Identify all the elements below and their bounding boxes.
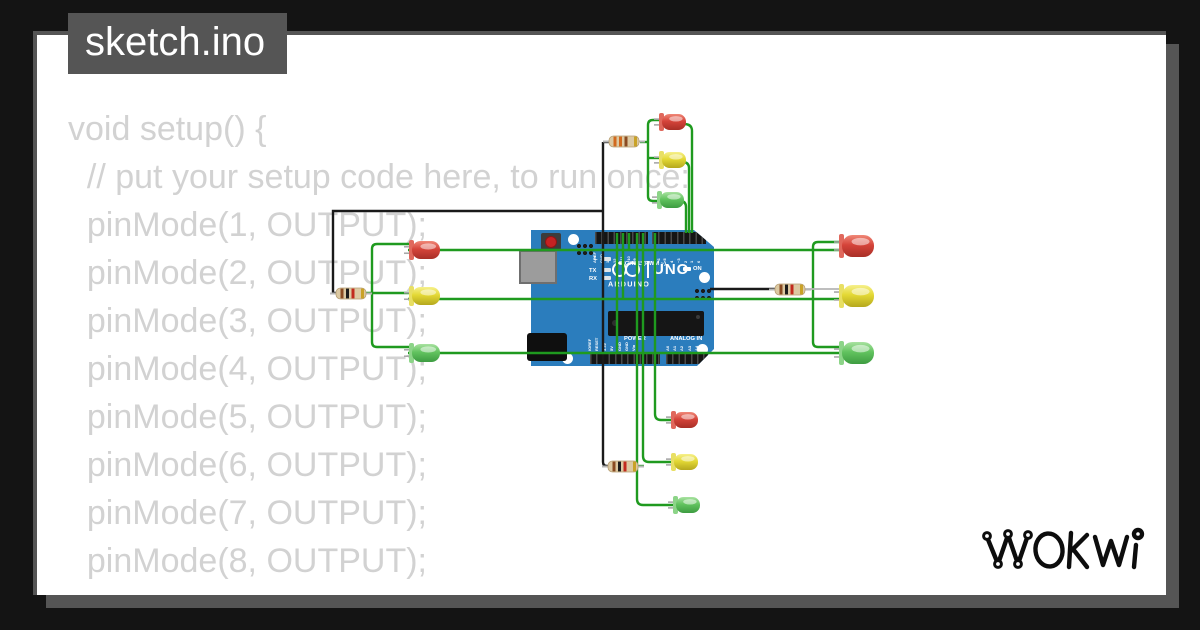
code-line: pinMode(7, OUTPUT); [68, 494, 427, 532]
code-line: pinMode(5, OUTPUT); [68, 398, 427, 436]
digital-header-left [595, 232, 648, 244]
digital-header-right [652, 232, 706, 244]
led-right-yellow [834, 284, 874, 308]
led-top-green [652, 191, 684, 209]
led-left-yellow [404, 286, 440, 306]
wokwi-logo-o [1033, 531, 1065, 569]
led-bottom-green [668, 496, 700, 514]
on-label: ON [693, 265, 702, 272]
code-line: pinMode(2, OUTPUT); [68, 254, 427, 292]
usb-connector [519, 250, 557, 284]
rx-label: RX [589, 275, 598, 282]
uno-separator [647, 261, 649, 278]
ground-wires [331, 140, 778, 468]
led-top-red [654, 113, 686, 131]
arduino-logo-icon [625, 262, 640, 277]
tx-label: TX [589, 267, 597, 274]
code-line: pinMode(3, OUTPUT); [68, 302, 427, 340]
led-l-label: L [594, 255, 598, 262]
wokwi-logo-w1 [984, 532, 1031, 567]
sketch-tab: sketch.ino [68, 13, 287, 74]
code-line: void setup() { [68, 110, 267, 148]
led-l-indicator [603, 257, 611, 261]
led-bottom-red [666, 411, 698, 429]
mounting-hole [699, 272, 710, 283]
resistor [330, 287, 372, 300]
analog-in-label: ANALOG IN [670, 335, 703, 342]
preview-panel: void setup() { // put your setup code he… [33, 31, 1166, 595]
mounting-hole [568, 234, 579, 245]
mounting-hole [697, 344, 708, 355]
uno-label: UNO [653, 261, 690, 278]
reset-button-cap [545, 236, 557, 248]
resistor [603, 135, 645, 148]
signal-wires [366, 118, 845, 507]
code-line: pinMode(1, OUTPUT); [68, 206, 427, 244]
led-top-yellow [654, 151, 686, 169]
chip-dot [696, 315, 700, 319]
analog-header [666, 352, 708, 364]
code-line: // put your setup code here, to run once… [68, 158, 690, 196]
resistor [602, 460, 644, 473]
code-line: pinMode(8, OUTPUT); [68, 542, 427, 580]
led-left-green [404, 343, 440, 363]
code-line: pinMode(9, OUTPUT); [68, 585, 690, 595]
rx-indicator [603, 276, 611, 280]
led-right-red [834, 234, 874, 258]
resistor [769, 283, 811, 296]
led-left-red [404, 240, 440, 260]
wokwi-logo-k [1066, 530, 1090, 570]
led-bottom-yellow [666, 453, 698, 471]
code-line: pinMode(4, OUTPUT); [68, 350, 427, 388]
power-jack [527, 333, 567, 361]
arduino-label: ARDUINO [608, 280, 650, 288]
code-block: void setup() { // put your setup code he… [68, 105, 690, 595]
on-indicator [683, 267, 691, 271]
icsp-header-2 [694, 288, 711, 301]
power-label: POWER [624, 335, 646, 342]
code-line: pinMode(6, OUTPUT); [68, 446, 427, 484]
sketch-tab-label: sketch.ino [85, 20, 266, 64]
chip-notch [612, 320, 618, 326]
wokwi-logo: WOKWI [982, 527, 1145, 570]
wokwi-logo-w2 [1092, 534, 1130, 568]
led-right-green [834, 341, 874, 365]
tx-indicator [603, 268, 611, 272]
wokwi-logo-i [1131, 542, 1139, 570]
mounting-hole [562, 353, 573, 364]
